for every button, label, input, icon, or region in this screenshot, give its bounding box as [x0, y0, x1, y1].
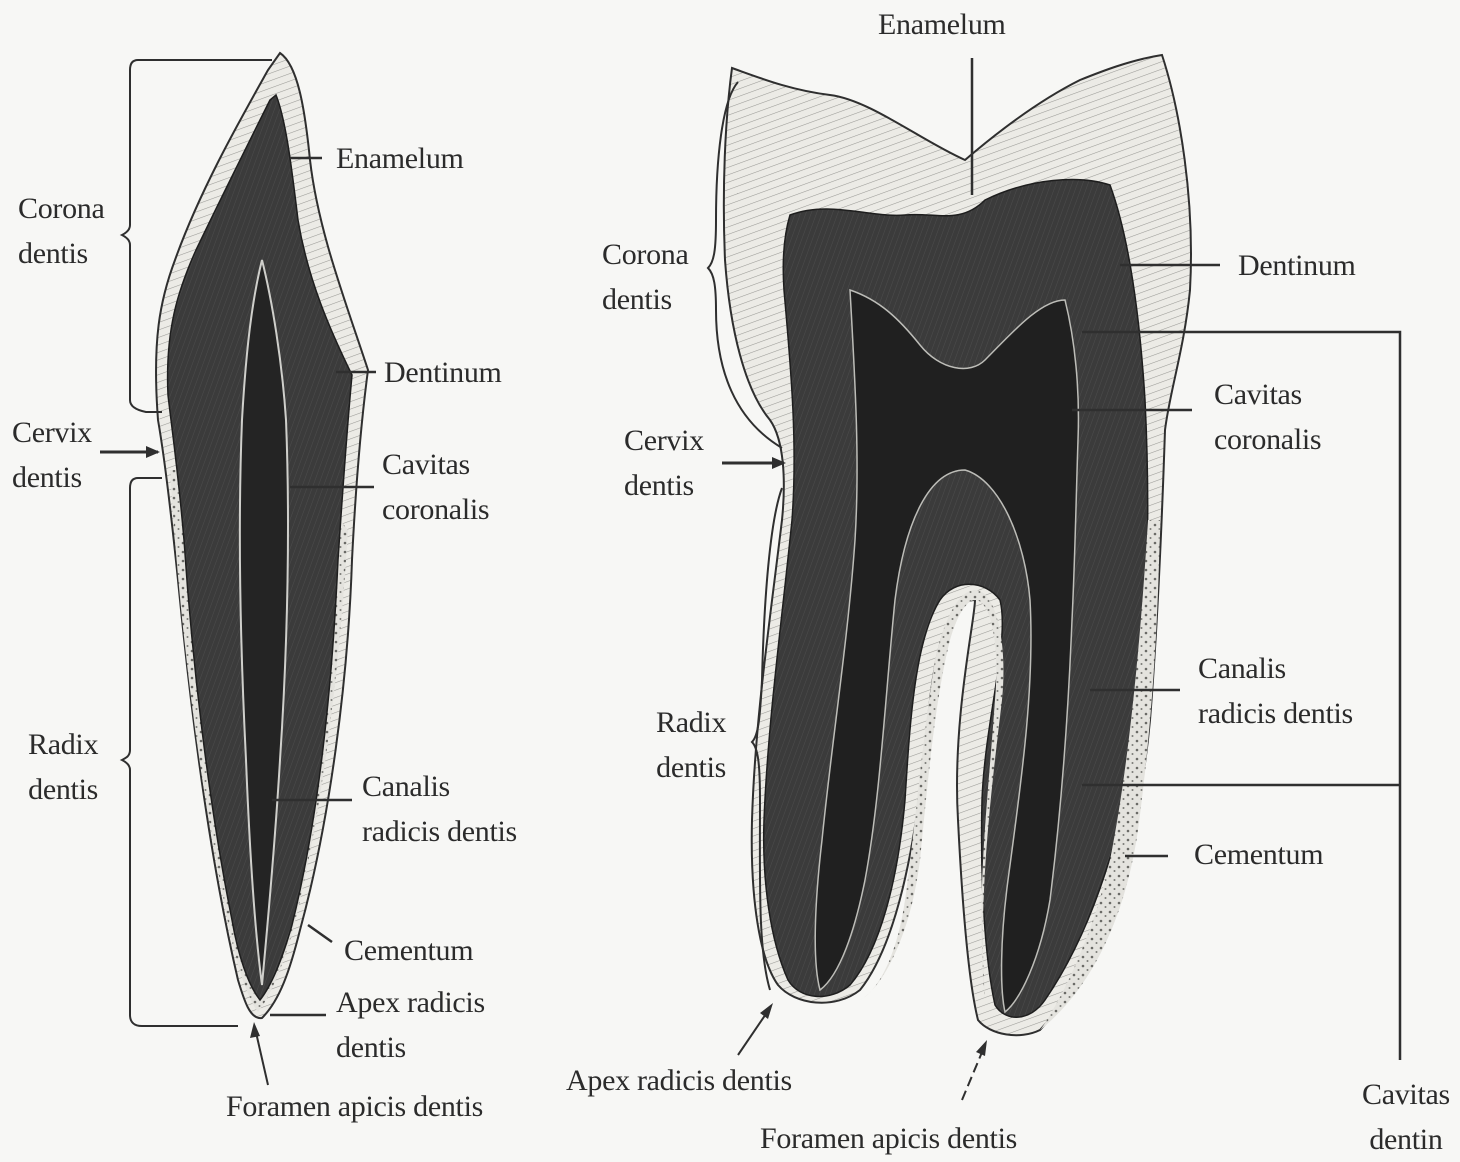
molar-cervix-line1: Cervix — [624, 418, 704, 463]
molar-radix-line1: Radix — [656, 700, 726, 745]
molar-cavitas-dentin-line1: Cavitas — [1362, 1072, 1450, 1117]
incisor-cavitas-line1: Cavitas — [382, 442, 489, 487]
molar-canalis-line1: Canalis — [1198, 646, 1353, 691]
incisor-radix-line2: dentis — [28, 767, 98, 812]
molar-cavitas-line2: coronalis — [1214, 417, 1321, 462]
molar-cavitas-dentin-line2: dentin — [1362, 1117, 1450, 1162]
incisor-enamelum-label: Enamelum — [336, 136, 464, 181]
molar-cervix-label: Cervix dentis — [624, 418, 704, 508]
incisor-canalis-line2: radicis dentis — [362, 809, 517, 854]
incisor-canalis-line1: Canalis — [362, 764, 517, 809]
molar-dentinum-label: Dentinum — [1238, 243, 1356, 288]
molar-cavitas-line1: Cavitas — [1214, 372, 1321, 417]
incisor-apex-label: Apex radicis dentis — [336, 980, 485, 1070]
incisor-cervix-line1: Cervix — [12, 410, 92, 455]
molar-corona-line2: dentis — [602, 277, 689, 322]
incisor-cavitas-coronalis-label: Cavitas coronalis — [382, 442, 489, 532]
molar-cavitas-dentin-label: Cavitas dentin — [1362, 1072, 1450, 1162]
molar-radix-label: Radix dentis — [656, 700, 726, 790]
molar-cavitas-coronalis-label: Cavitas coronalis — [1214, 372, 1321, 462]
molar-apex-label: Apex radicis dentis — [566, 1058, 792, 1103]
incisor-section — [100, 53, 376, 1085]
incisor-cervix-label: Cervix dentis — [12, 410, 92, 500]
molar-corona-label: Corona dentis — [602, 232, 689, 322]
molar-cervix-line2: dentis — [624, 463, 704, 508]
incisor-corona-label: Corona dentis — [18, 186, 105, 276]
molar-corona-line1: Corona — [602, 232, 689, 277]
incisor-foramen-label: Foramen apicis dentis — [226, 1084, 483, 1129]
incisor-corona-line2: dentis — [18, 231, 105, 276]
incisor-dentinum-label: Dentinum — [384, 350, 502, 395]
incisor-apex-line2: dentis — [336, 1025, 485, 1070]
incisor-cavitas-line2: coronalis — [382, 487, 489, 532]
incisor-radix-label: Radix dentis — [28, 722, 98, 812]
molar-canalis-line2: radicis dentis — [1198, 691, 1353, 736]
molar-section — [708, 55, 1400, 1100]
incisor-canalis-label: Canalis radicis dentis — [362, 764, 517, 854]
incisor-cementum-label: Cementum — [344, 928, 473, 973]
molar-cementum-label: Cementum — [1194, 832, 1323, 877]
molar-radix-line2: dentis — [656, 745, 726, 790]
incisor-apex-line1: Apex radicis — [336, 980, 485, 1025]
molar-foramen-label: Foramen apicis dentis — [760, 1116, 1017, 1161]
incisor-radix-line1: Radix — [28, 722, 98, 767]
molar-enamelum-label: Enamelum — [878, 2, 1006, 47]
incisor-cervix-line2: dentis — [12, 455, 92, 500]
incisor-corona-line1: Corona — [18, 186, 105, 231]
molar-canalis-label: Canalis radicis dentis — [1198, 646, 1353, 736]
